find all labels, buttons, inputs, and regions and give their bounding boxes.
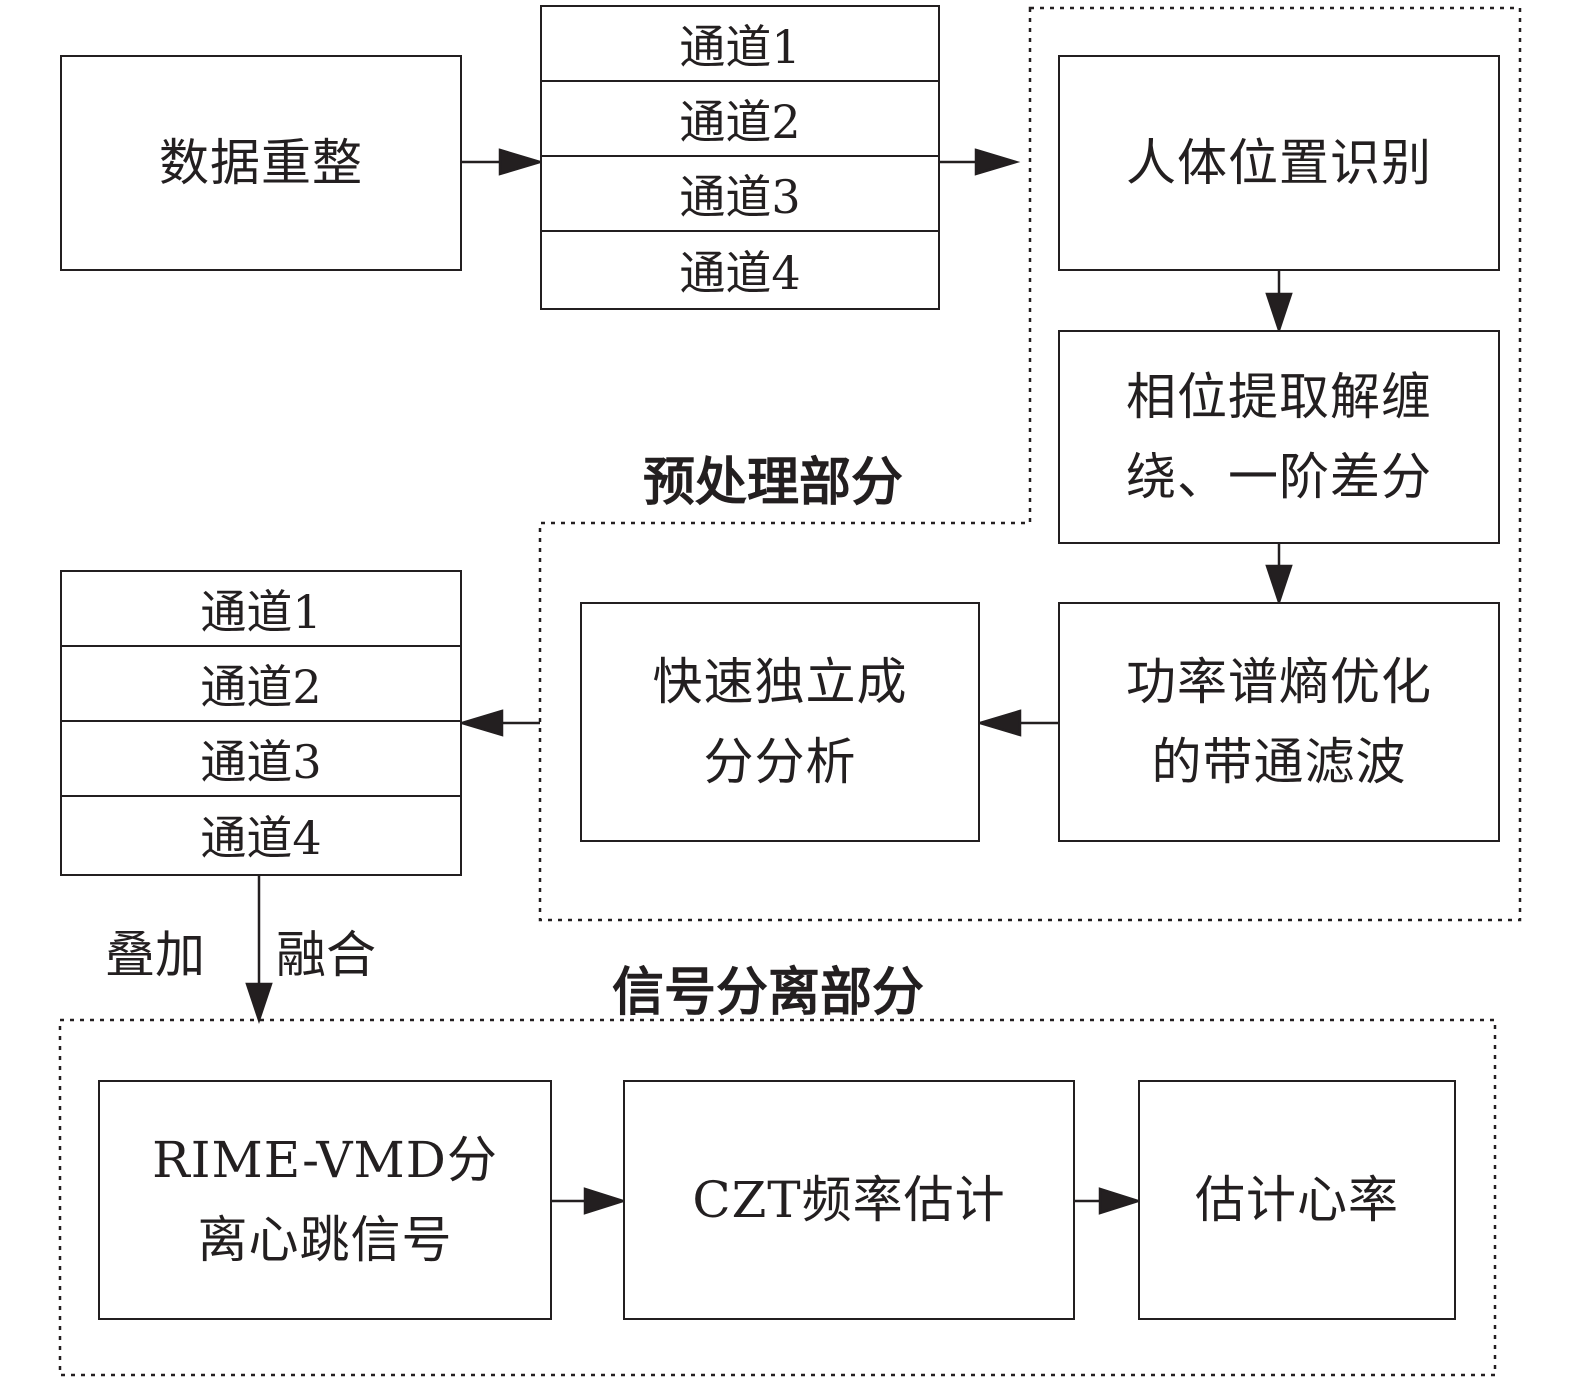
data-reshape-label: 数据重整 bbox=[159, 134, 363, 192]
data-reshape-box: 数据重整 bbox=[60, 55, 462, 271]
fastica-box: 快速独立成 分分析 bbox=[580, 602, 980, 842]
preprocess-section-title: 预处理部分 bbox=[643, 452, 904, 513]
channel-bottom-3: 通道3 bbox=[62, 722, 460, 797]
fastica-line2: 分分析 bbox=[703, 733, 857, 791]
arrow-reshape-to-channels bbox=[498, 148, 545, 176]
arrow-channels-to-preprocess bbox=[974, 148, 1021, 176]
arrow-vmd-to-czt bbox=[583, 1187, 628, 1215]
channels-bottom-stack: 通道1 通道2 通道3 通道4 bbox=[60, 570, 462, 876]
arrow-position-to-phase bbox=[1265, 292, 1293, 334]
separation-section-title: 信号分离部分 bbox=[612, 962, 925, 1023]
channel-bottom-4: 通道4 bbox=[200, 810, 322, 865]
preprocess-section-border bbox=[538, 6, 1522, 922]
psd-filter-box: 功率谱熵优化 的带通滤波 bbox=[1058, 602, 1500, 842]
channel-top-4: 通道4 bbox=[679, 245, 801, 300]
channel-bottom-1: 通道1 bbox=[62, 572, 460, 647]
channel-top-1: 通道1 bbox=[542, 7, 938, 82]
czt-box: CZT频率估计 bbox=[623, 1080, 1075, 1320]
arrow-phase-to-filter bbox=[1265, 564, 1293, 606]
body-position-label: 人体位置识别 bbox=[1126, 134, 1432, 192]
phase-extraction-line1: 相位提取解缠 bbox=[1126, 368, 1432, 426]
channels-top-stack: 通道1 通道2 通道3 通道4 bbox=[540, 5, 940, 310]
fastica-line1: 快速独立成 bbox=[652, 653, 908, 711]
heart-rate-label: 估计心率 bbox=[1195, 1171, 1399, 1229]
arrow-channels-to-separation bbox=[245, 982, 273, 1024]
arrow-preprocess-to-channels bbox=[457, 709, 504, 737]
fuse-label: 融合 bbox=[276, 926, 376, 984]
stack-label: 叠加 bbox=[105, 926, 205, 984]
body-position-box: 人体位置识别 bbox=[1058, 55, 1500, 271]
separation-section-border bbox=[58, 1018, 1497, 1377]
czt-label: CZT频率估计 bbox=[692, 1171, 1006, 1229]
channel-top-2: 通道2 bbox=[542, 82, 938, 157]
rime-vmd-box: RIME-VMD分 离心跳信号 bbox=[98, 1080, 552, 1320]
channel-top-3: 通道3 bbox=[542, 157, 938, 232]
channel-bottom-2: 通道2 bbox=[62, 647, 460, 722]
rime-vmd-line2: 离心跳信号 bbox=[197, 1211, 453, 1269]
psd-filter-line2: 的带通滤波 bbox=[1151, 733, 1407, 791]
phase-extraction-line2: 绕、一阶差分 bbox=[1126, 448, 1432, 506]
psd-filter-line1: 功率谱熵优化 bbox=[1126, 653, 1432, 711]
phase-extraction-box: 相位提取解缠 绕、一阶差分 bbox=[1058, 330, 1500, 544]
heart-rate-box: 估计心率 bbox=[1138, 1080, 1456, 1320]
rime-vmd-line1: RIME-VMD分 bbox=[152, 1131, 498, 1189]
arrow-filter-to-fastica bbox=[975, 709, 1022, 737]
arrow-czt-to-heartrate bbox=[1098, 1187, 1143, 1215]
